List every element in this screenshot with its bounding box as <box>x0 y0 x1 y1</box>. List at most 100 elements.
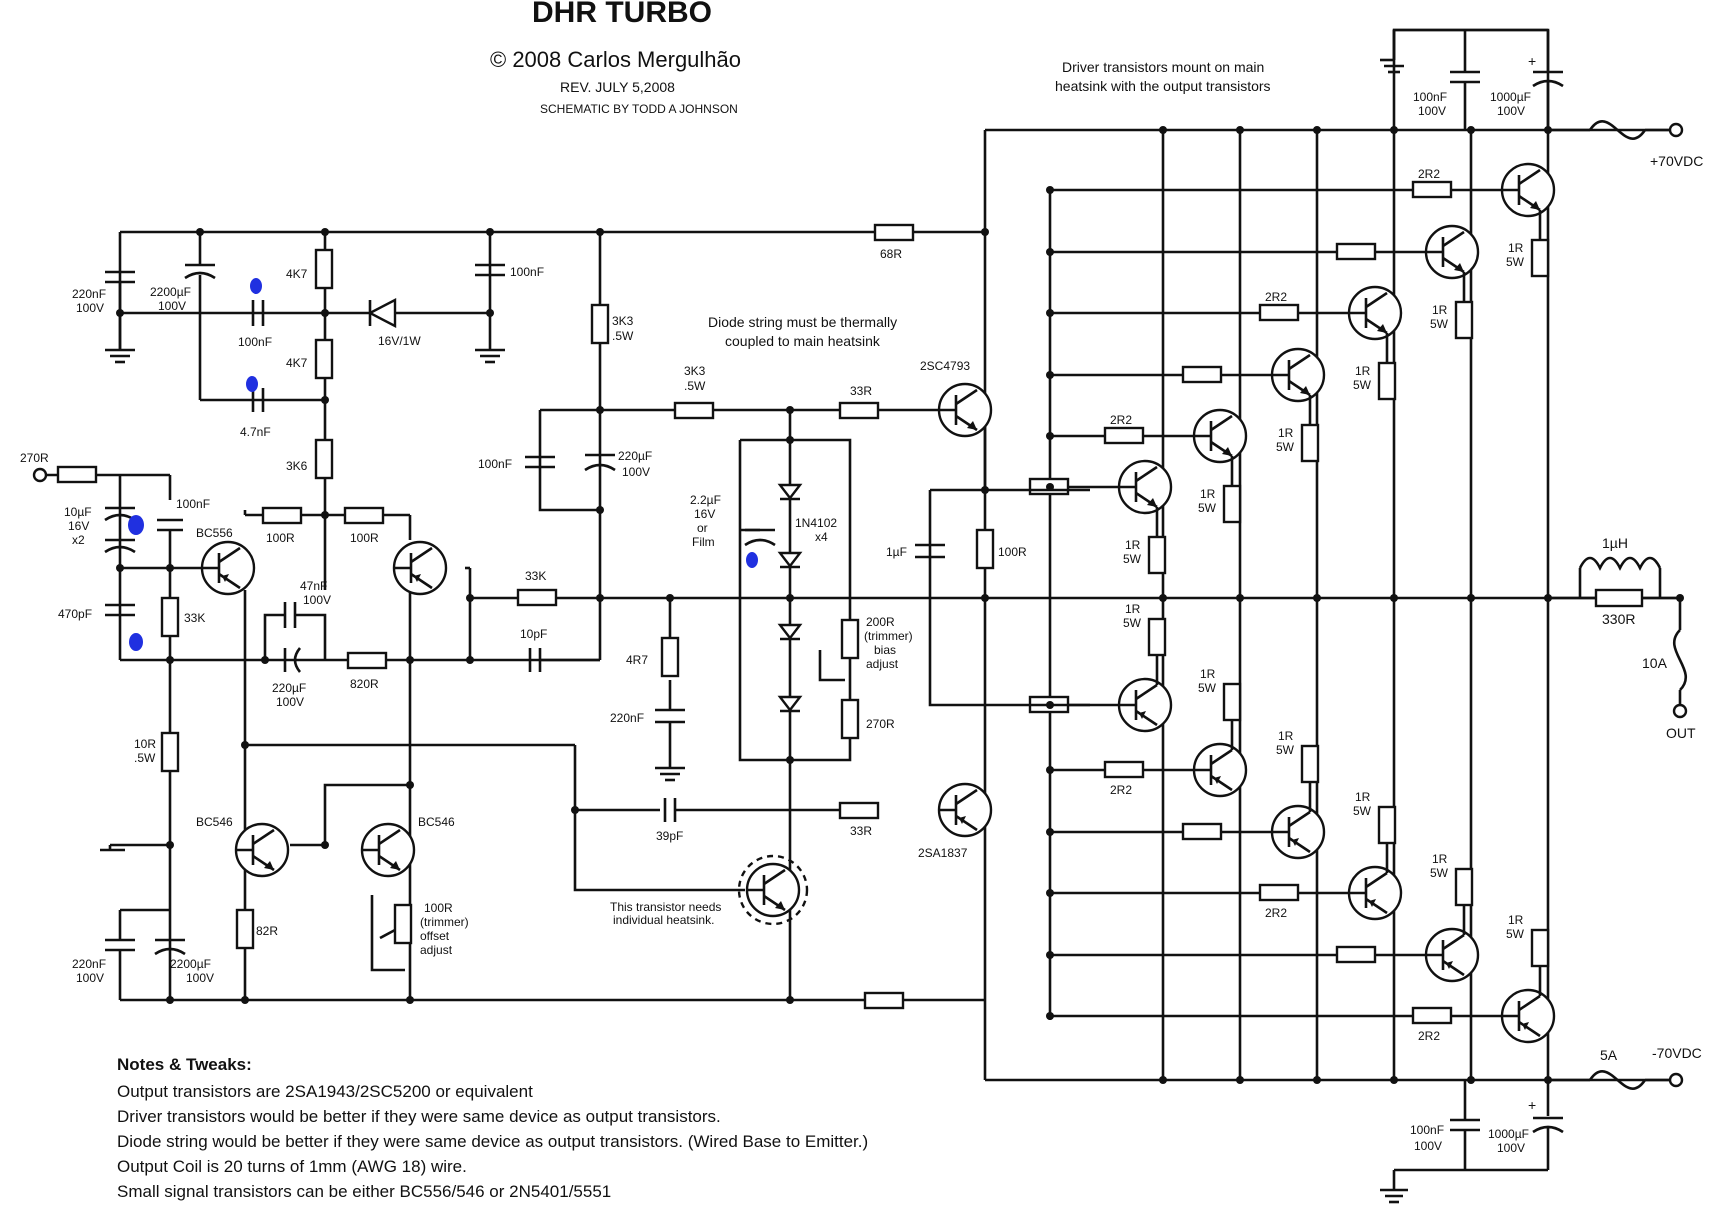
heatsink-outline <box>737 854 809 926</box>
driver-mount-note-2: heatsink with the output transistors <box>1055 78 1271 94</box>
upper-base-resistor-label: 2R2 <box>1110 413 1132 427</box>
svg-text:33K: 33K <box>525 569 546 583</box>
lower-emitter-resistor-label: 1R <box>1355 790 1371 804</box>
svg-text:100R: 100R <box>424 901 453 915</box>
svg-text:100V: 100V <box>186 971 214 985</box>
lower-base-resistor <box>1181 822 1223 841</box>
junction-dot <box>981 486 989 494</box>
junction-dot <box>1676 594 1684 602</box>
junction-dot <box>1236 126 1244 134</box>
upper-output-transistor <box>1500 162 1556 218</box>
neg-terminal[interactable] <box>1668 1072 1684 1088</box>
junction-dot <box>1046 889 1054 897</box>
lower-base-resistor <box>1258 883 1300 902</box>
svg-text:220nF: 220nF <box>72 957 106 971</box>
lower-emitter-resistor-label: 5W <box>1123 616 1142 630</box>
out-terminal[interactable] <box>1672 703 1688 719</box>
junction-dot <box>166 656 174 664</box>
lower-emitter-resistor <box>1147 617 1167 657</box>
junction-dot <box>981 228 989 236</box>
svg-text:100V: 100V <box>622 465 650 479</box>
bc546-right-transistor <box>360 822 416 878</box>
svg-text:4.7nF: 4.7nF <box>240 425 271 439</box>
svg-text:100nF: 100nF <box>238 335 272 349</box>
junction-dot <box>321 228 329 236</box>
svg-text:BC546: BC546 <box>196 815 233 829</box>
power-rails <box>983 128 1680 1082</box>
lower-base-resistor-label: 2R2 <box>1418 1029 1440 1043</box>
svg-text:100nF: 100nF <box>176 497 210 511</box>
junction-dot <box>1159 594 1167 602</box>
lower-output-transistor <box>1347 865 1403 921</box>
junction-dot <box>116 564 124 572</box>
svg-text:2.2µF: 2.2µF <box>690 493 721 507</box>
svg-text:+: + <box>1528 53 1536 69</box>
svg-text:220µF: 220µF <box>618 449 652 463</box>
svg-text:1000µF: 1000µF <box>1490 90 1531 104</box>
junction-dot <box>486 228 494 236</box>
upper-base-resistor <box>1411 180 1453 199</box>
input-terminal[interactable] <box>32 467 48 483</box>
junction-dot <box>466 594 474 602</box>
svg-text:100V: 100V <box>158 299 186 313</box>
upper-emitter-resistor-label: 5W <box>1276 440 1295 454</box>
svg-text:100nF: 100nF <box>1413 90 1447 104</box>
svg-text:330R: 330R <box>1602 611 1635 627</box>
junction-dot <box>1046 186 1054 194</box>
junction-dot <box>786 406 794 414</box>
upper-emitter-resistor-label: 1R <box>1508 241 1524 255</box>
svg-text:Small signal transistors can b: Small signal transistors can be either B… <box>117 1182 611 1201</box>
revision-line: REV. JULY 5,2008 <box>560 79 675 95</box>
pos-terminal[interactable] <box>1668 122 1684 138</box>
svg-text:2200µF: 2200µF <box>150 285 191 299</box>
pos-rail-label: +70VDC <box>1650 153 1703 169</box>
svg-text:4R7: 4R7 <box>626 653 648 667</box>
driver-2sa1837-transistor <box>937 782 993 838</box>
junction-dot <box>1236 594 1244 602</box>
junction-dot <box>596 506 604 514</box>
output-network <box>1548 556 1688 719</box>
lower-base-resistor <box>1411 1006 1453 1025</box>
upper-base-resistor-label: 2R2 <box>1418 167 1440 181</box>
notes-block: Notes & Tweaks: Output transistors are 2… <box>117 1055 868 1201</box>
neg-supply-caps: + <box>1380 1080 1564 1204</box>
junction-dot <box>1159 1076 1167 1084</box>
junction-dot <box>786 594 794 602</box>
lower-base-resistor-label: 2R2 <box>1265 906 1287 920</box>
lower-base-resistor <box>1103 760 1145 779</box>
neg-rail-label: -70VDC <box>1652 1045 1702 1061</box>
svg-text:1µF: 1µF <box>886 545 907 559</box>
lower-emitter-resistor-label: 5W <box>1430 866 1449 880</box>
small-signal-transistors <box>200 382 993 926</box>
svg-text:1N4102: 1N4102 <box>795 516 837 530</box>
junction-dot <box>261 656 269 664</box>
svg-text:BC546: BC546 <box>418 815 455 829</box>
lower-emitter-resistor-label: 1R <box>1278 729 1294 743</box>
junction-dot <box>1046 483 1054 491</box>
diode-string <box>777 483 803 713</box>
lower-emitter-resistor-label: 1R <box>1508 913 1524 927</box>
svg-text:Notes & Tweaks:: Notes & Tweaks: <box>117 1055 252 1074</box>
junction-dot <box>1390 1076 1398 1084</box>
junction-dot <box>1313 1076 1321 1084</box>
upper-output-transistor <box>1347 285 1403 341</box>
upper-base-resistor <box>1181 365 1223 384</box>
junction-dot <box>1467 1076 1475 1084</box>
svg-text:offset: offset <box>420 929 450 943</box>
svg-text:33R: 33R <box>850 824 872 838</box>
upper-base-resistor <box>1335 242 1377 261</box>
svg-text:47nF: 47nF <box>300 579 327 593</box>
svg-text:2200µF: 2200µF <box>170 957 211 971</box>
lower-emitter-resistor-label: 5W <box>1198 681 1217 695</box>
junction-dot <box>1046 432 1054 440</box>
upper-emitter-resistor-label: 5W <box>1353 378 1372 392</box>
junction-dot <box>1046 701 1054 709</box>
lower-output-transistor <box>1500 988 1556 1044</box>
junction-dot <box>571 806 579 814</box>
junction-dot <box>116 309 124 317</box>
driver-mount-note-1: Driver transistors mount on main <box>1062 59 1264 75</box>
svg-text:100V: 100V <box>303 593 331 607</box>
upper-base-resistor <box>1258 303 1300 322</box>
